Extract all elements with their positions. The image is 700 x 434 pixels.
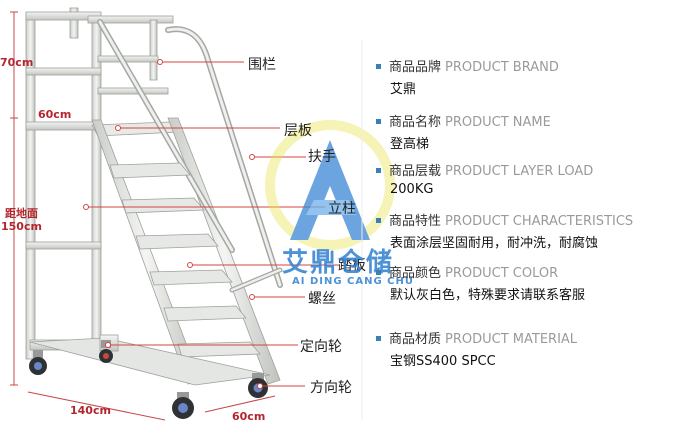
dim-ground-height-label: 距地面	[4, 207, 38, 220]
spec-value: 表面涂层坚固耐用，耐冲洗，耐腐蚀	[390, 236, 599, 251]
callout-step: 踏板	[338, 258, 366, 274]
spec-value: 200KG	[390, 182, 434, 197]
spec-label-cn: 商品品牌	[389, 60, 442, 75]
casters	[29, 340, 268, 419]
spec-label-en: PRODUCT NAME	[445, 115, 551, 130]
dim-ground-height-value: 150cm	[1, 220, 42, 233]
leader-lines	[86, 61, 340, 387]
spec-label-cn: 商品层载	[389, 164, 442, 179]
bullet-icon	[376, 270, 381, 275]
callout-swivel-caster: 方向轮	[310, 380, 352, 396]
dim-top-height: 70cm	[0, 56, 34, 69]
callout-screw: 螺丝	[308, 291, 336, 307]
spec-value: 登高梯	[390, 137, 430, 152]
callout-handrail: 扶手	[308, 149, 336, 165]
dim-base-width: 60cm	[232, 410, 266, 423]
spec-label-en: PRODUCT COLOR	[445, 266, 559, 281]
watermark-brand-en: AI DING CANG CHU	[292, 276, 414, 287]
callout-platform: 层板	[284, 123, 312, 139]
spec-label-en: PRODUCT CHARACTERISTICS	[445, 214, 634, 229]
callout-post: 立柱	[328, 201, 356, 217]
spec-label-en: PRODUCT MATERIAL	[445, 332, 578, 347]
watermark-logo-icon	[265, 120, 395, 250]
spec-label-en: PRODUCT BRAND	[445, 60, 559, 75]
handrail	[97, 19, 283, 293]
callout-fixed-caster: 定向轮	[300, 339, 342, 355]
spec-label-cn: 商品名称	[389, 115, 442, 130]
spec-label-en: PRODUCT LAYER LOAD	[445, 164, 594, 179]
spec-value: 默认灰白色，特殊要求请联系客服	[390, 288, 586, 303]
bullet-icon	[376, 218, 381, 223]
dim-platform-width: 60cm	[38, 108, 72, 121]
steps	[109, 162, 261, 358]
spec-value: 艾鼎	[390, 82, 417, 97]
spec-label-cn: 商品材质	[389, 332, 442, 347]
spec-label-cn: 商品特性	[389, 214, 442, 229]
bullet-icon	[376, 64, 381, 69]
dim-ground-height: 距地面 150cm	[1, 207, 42, 233]
dim-base-length: 140cm	[70, 404, 111, 417]
spec-label-cn: 商品颜色	[389, 266, 442, 281]
bullet-icon	[376, 119, 381, 124]
watermark-brand: 艾鼎仓储	[282, 248, 395, 278]
bullet-icon	[376, 336, 381, 341]
spec-value: 宝钢SS400 SPCC	[390, 354, 496, 369]
rear-frame	[25, 7, 179, 360]
callout-railing: 围栏	[248, 57, 276, 73]
leader-dots	[83, 59, 263, 389]
bullet-icon	[376, 168, 381, 173]
